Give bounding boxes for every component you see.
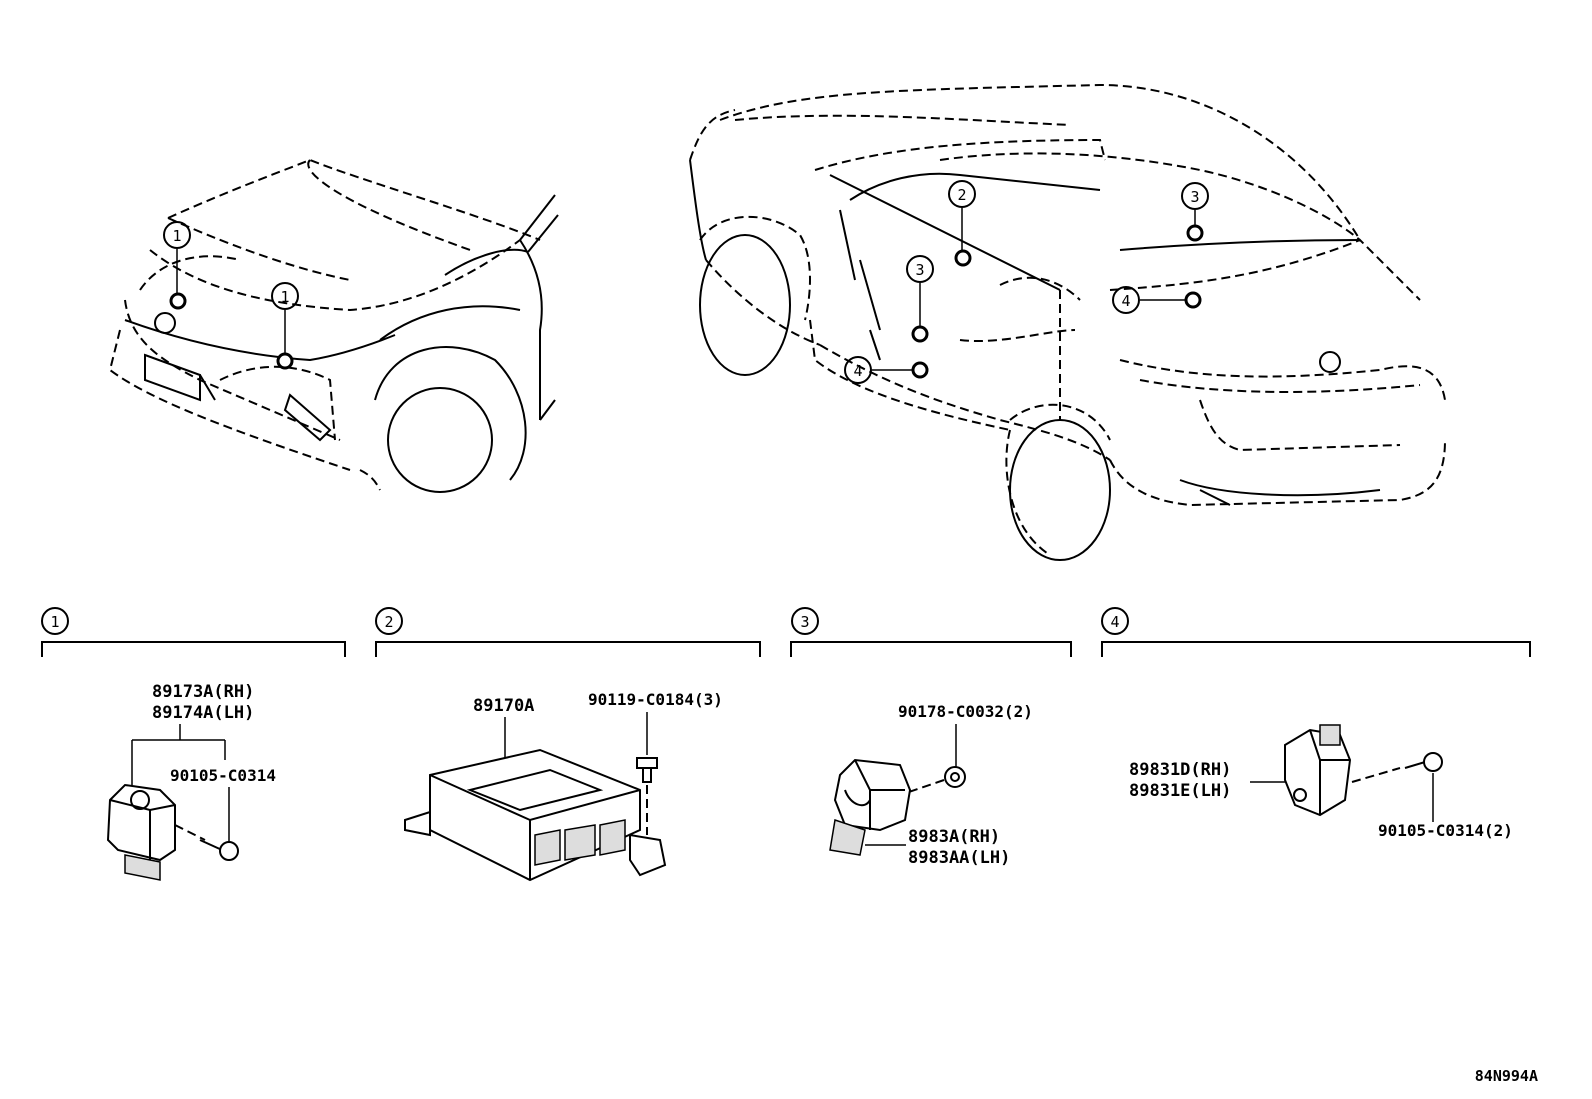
svg-text:3: 3 <box>1190 188 1199 206</box>
front-car-view: 1 1 <box>108 158 559 493</box>
svg-text:2: 2 <box>384 613 393 631</box>
callout-4-side-front[interactable]: 4 <box>844 356 929 384</box>
group-3-header: 3 <box>790 607 1072 657</box>
rear-car-view: 2 3 3 4 4 <box>689 83 1446 561</box>
callout-1-front-left[interactable]: 1 <box>163 221 191 310</box>
callout-4-side-rear[interactable]: 4 <box>1112 286 1202 314</box>
callout-1-front-right[interactable]: 1 <box>271 282 299 370</box>
callout-3-side-front[interactable]: 3 <box>906 255 934 343</box>
svg-text:1: 1 <box>50 613 59 631</box>
group-1-parts: 89173A(RH) 89174A(LH) 90105-C0314 <box>106 682 276 881</box>
group-2-header: 2 <box>375 607 761 657</box>
bolt-90119-C0184 <box>636 757 658 835</box>
group-2-parts: 89170A 90119-C0184(3) <box>404 690 723 882</box>
group-1-header: 1 <box>41 607 346 657</box>
front-impact-sensor <box>106 783 176 881</box>
part-89174A[interactable]: 89174A(LH) <box>152 703 254 723</box>
nut-90178-C0032 <box>899 766 966 796</box>
part-90105-C0314[interactable]: 90105-C0314 <box>170 766 276 785</box>
part-90119-C0184[interactable]: 90119-C0184(3) <box>588 690 723 709</box>
svg-text:1: 1 <box>280 288 289 306</box>
rear-side-sensor <box>1284 724 1352 817</box>
part-90178-C0032[interactable]: 90178-C0032(2) <box>898 702 1033 721</box>
svg-text:1: 1 <box>172 227 181 245</box>
svg-text:2: 2 <box>957 186 966 204</box>
part-89831E[interactable]: 89831E(LH) <box>1129 781 1231 801</box>
callout-2-side[interactable]: 2 <box>948 180 976 267</box>
part-8983AA[interactable]: 8983AA(LH) <box>908 848 1010 868</box>
group-4-header: 4 <box>1101 607 1531 657</box>
bolt-90105-C0314-group4 <box>1351 752 1443 783</box>
svg-text:3: 3 <box>800 613 809 631</box>
svg-text:4: 4 <box>1110 613 1119 631</box>
svg-text:4: 4 <box>853 362 862 380</box>
side-airbag-sensor <box>829 758 912 856</box>
part-90105-C0314-2[interactable]: 90105-C0314(2) <box>1378 821 1513 840</box>
group-4-parts: 89831D(RH) 89831E(LH) 90105-C0314(2) <box>1129 724 1513 840</box>
bolt-90105-C0314 <box>174 824 239 861</box>
reference-code: 84N994A <box>1475 1067 1538 1085</box>
callout-3-side-rear[interactable]: 3 <box>1181 182 1209 242</box>
svg-text:4: 4 <box>1121 292 1130 310</box>
airbag-control-module <box>404 748 667 882</box>
part-8983A[interactable]: 8983A(RH) <box>908 827 1000 847</box>
group-3-parts: 90178-C0032(2) 8983A(RH) 8983AA(LH) <box>829 702 1033 868</box>
part-89173A[interactable]: 89173A(RH) <box>152 682 254 702</box>
part-89170A[interactable]: 89170A <box>473 696 534 716</box>
part-89831D[interactable]: 89831D(RH) <box>1129 760 1231 780</box>
svg-text:3: 3 <box>915 261 924 279</box>
